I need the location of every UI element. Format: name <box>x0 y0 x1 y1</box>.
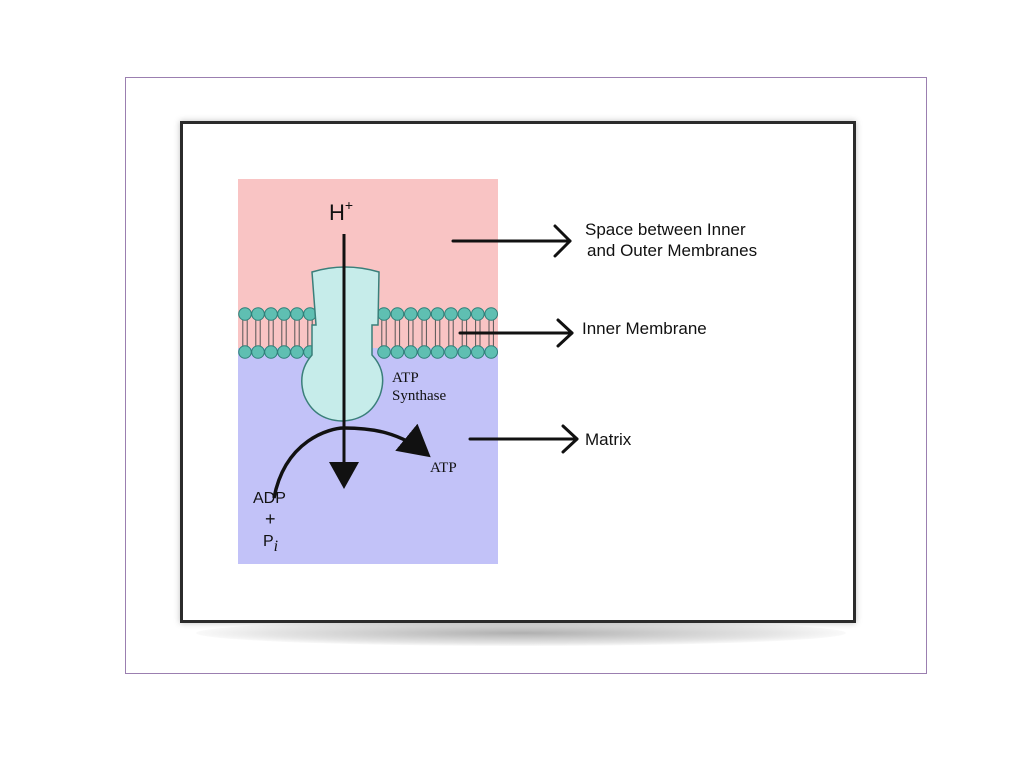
h-plus-label: H+ <box>329 197 353 225</box>
atp-synthase-label-2: Synthase <box>392 388 447 404</box>
reaction-arrow <box>272 423 431 499</box>
pi-label: Pi <box>263 533 278 555</box>
callout-inner-membrane: Inner Membrane <box>582 319 707 338</box>
callout-space-line2: and Outer Membranes <box>587 241 757 260</box>
callout-space-line1: Space between Inner <box>585 220 746 239</box>
plus-label: + <box>265 509 276 529</box>
figure-shadow <box>196 620 846 646</box>
atp-synthase-protein <box>301 266 384 422</box>
callout-matrix: Matrix <box>585 430 632 449</box>
atp-product-label: ATP <box>430 460 457 476</box>
callout-arrows <box>451 224 579 454</box>
adp-label: ADP <box>253 490 286 507</box>
phospholipid-heads <box>238 307 499 359</box>
atp-synthase-label-1: ATP <box>392 370 419 386</box>
